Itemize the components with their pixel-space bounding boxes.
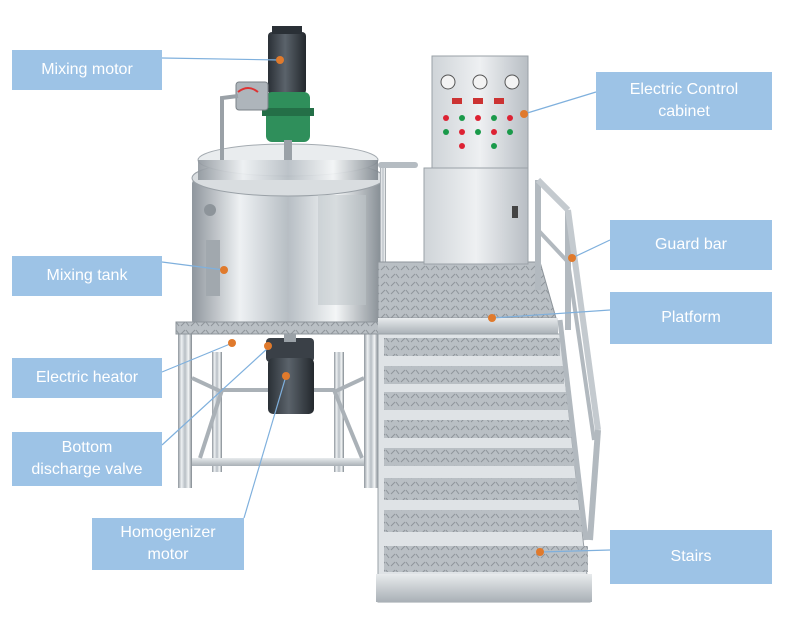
leader-lines: [161, 57, 611, 553]
label-mixing-motor: Mixing motor: [12, 50, 162, 90]
mixing-tank: [191, 143, 418, 326]
cabinet-buttons: [443, 115, 513, 149]
mixing-motor: [220, 26, 314, 160]
label-electric-heator: Electric heator: [12, 358, 162, 398]
label-bottom-discharge-valve: Bottom discharge valve: [12, 432, 162, 486]
support-frame: [178, 330, 378, 488]
label-platform: Platform: [610, 292, 772, 344]
label-electric-control-cabinet: Electric Control cabinet: [596, 72, 772, 130]
guard-bar: [535, 177, 601, 541]
label-mixing-tank: Mixing tank: [12, 256, 162, 296]
label-guard-bar: Guard bar: [610, 220, 772, 270]
label-stairs: Stairs: [610, 530, 772, 584]
stairs: [376, 333, 592, 603]
markers: [220, 56, 576, 556]
homogenizer-motor: [266, 334, 314, 414]
cabinet-gauges: [440, 74, 520, 90]
label-homogenizer-motor: Homogenizer motor: [92, 518, 244, 570]
